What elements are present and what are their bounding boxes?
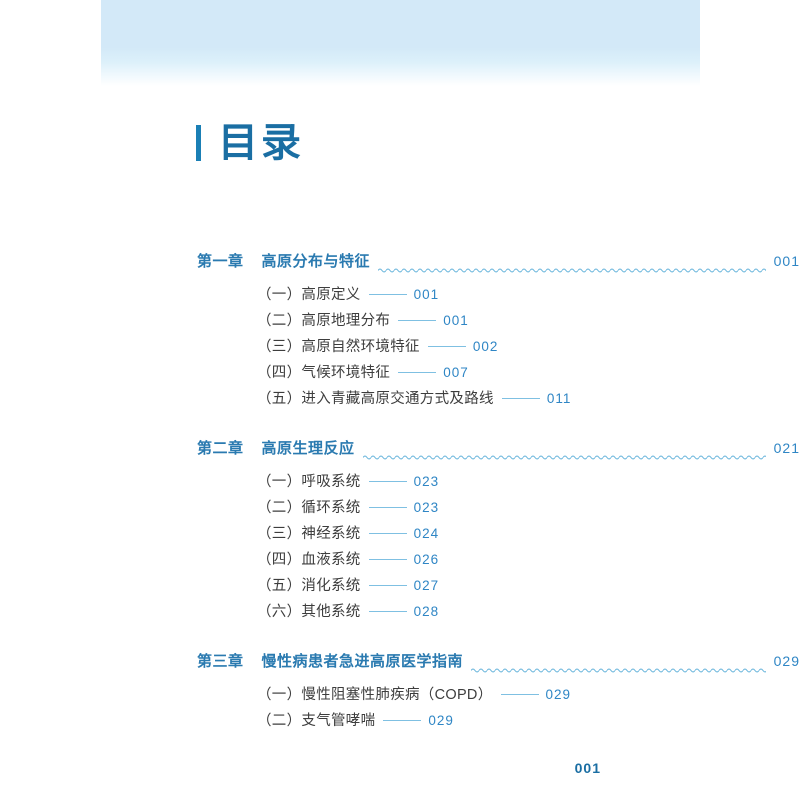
toc-entry-page-number: 029 [428, 713, 454, 728]
toc-chapter-row[interactable]: 第三章慢性病患者急进高原医学指南 029 [0, 650, 800, 678]
toc-dash-leader-line [368, 533, 407, 534]
toc-entry-row[interactable]: （一）呼吸系统 023 [0, 470, 800, 496]
toc-entry-row[interactable]: （四）气候环境特征 007 [0, 361, 800, 387]
toc-entry-row[interactable]: （三）高原自然环境特征 002 [0, 335, 800, 361]
toc-chapter-number: 第三章 [197, 653, 244, 670]
toc-entry-page-number: 027 [413, 578, 440, 593]
toc-chapter-number: 第二章 [197, 440, 244, 457]
page-title: 目录 [218, 120, 304, 165]
toc-entry-row[interactable]: （三）神经系统 024 [0, 522, 800, 548]
toc-entry-page-number: 028 [413, 604, 440, 619]
toc-dash-leader-line [368, 507, 407, 508]
toc-entry-page-number: 024 [413, 526, 440, 541]
toc-wavy-leader-line [378, 267, 766, 274]
toc-dash-leader-line [427, 346, 466, 347]
toc-wavy-leader-line [471, 667, 766, 674]
toc-dash-leader-line [368, 294, 407, 295]
toc-entry-label: （六）其他系统 [257, 604, 361, 620]
toc-entry-page-number: 007 [443, 365, 469, 380]
toc-entry-label: （五）消化系统 [257, 578, 361, 594]
toc-chapter-title: 慢性病患者急进高原医学指南 [261, 653, 464, 670]
toc-dash-leader-line [368, 481, 407, 482]
toc-entry-label: （三）神经系统 [257, 526, 361, 542]
title-accent-bar-icon [196, 125, 201, 161]
header-decorative-band [101, 0, 700, 86]
toc-chapter-group: 第一章高原分布与特征 001 （一）高原定义 001 （二）高原地理分布 001 （三）高原… [0, 250, 800, 413]
toc-entry-label: （四）血液系统 [257, 552, 361, 568]
toc-chapter-page-number: 029 [773, 653, 800, 669]
toc-entry-label: （五）进入青藏高原交通方式及路线 [257, 391, 494, 407]
toc-entry-page-number: 001 [413, 287, 440, 302]
toc-chapter-row[interactable]: 第一章高原分布与特征 001 [0, 250, 800, 278]
toc-entry-page-number: 002 [472, 339, 499, 354]
toc-entry-page-number: 023 [413, 474, 440, 489]
toc-entry-page-number: 001 [443, 313, 469, 328]
toc-entry-label: （四）气候环境特征 [257, 365, 391, 381]
toc-dash-leader-line [368, 585, 407, 586]
toc-entry-label: （一）慢性阻塞性肺疾病（COPD） [257, 687, 493, 703]
toc-dash-leader-line [501, 398, 540, 399]
toc-entry-row[interactable]: （二）支气管哮喘 029 [0, 709, 800, 735]
toc-entry-row[interactable]: （二）循环系统 023 [0, 496, 800, 522]
toc-dash-leader-line [398, 320, 437, 321]
toc-entry-row[interactable]: （一）慢性阻塞性肺疾病（COPD） 029 [0, 683, 800, 709]
toc-entry-row[interactable]: （二）高原地理分布 001 [0, 309, 800, 335]
toc-chapter-page-number: 021 [773, 440, 800, 456]
toc-chapter-group: 第二章高原生理反应 021 （一）呼吸系统 023 （二）循环系统 023 （三）神经系统 0… [0, 437, 800, 626]
table-of-contents: 第一章高原分布与特征 001 （一）高原定义 001 （二）高原地理分布 001 （三）高原… [0, 250, 800, 735]
toc-entry-row[interactable]: （六）其他系统 028 [0, 600, 800, 626]
toc-dash-leader-line [383, 720, 422, 721]
toc-entry-label: （二）高原地理分布 [257, 313, 391, 329]
toc-chapter-page-number: 001 [773, 253, 800, 269]
toc-chapter-title: 高原分布与特征 [261, 253, 371, 270]
toc-entry-row[interactable]: （五）消化系统 027 [0, 574, 800, 600]
toc-chapter-title: 高原生理反应 [261, 440, 355, 457]
toc-entry-label: （一）高原定义 [257, 287, 361, 303]
toc-entry-label: （一）呼吸系统 [257, 474, 361, 490]
toc-dash-leader-line [368, 611, 407, 612]
toc-dash-leader-line [398, 372, 437, 373]
toc-entry-label: （二）循环系统 [257, 500, 361, 516]
toc-entry-page-number: 011 [546, 391, 572, 406]
toc-dash-leader-line [368, 559, 407, 560]
toc-chapter-number: 第一章 [197, 253, 244, 270]
toc-entry-page-number: 026 [413, 552, 440, 567]
page-title-block: 目录 [196, 116, 304, 170]
toc-entry-row[interactable]: （一）高原定义 001 [0, 283, 800, 309]
toc-entry-label: （三）高原自然环境特征 [257, 339, 420, 355]
toc-entry-page-number: 023 [413, 500, 440, 515]
toc-entry-label: （二）支气管哮喘 [257, 713, 376, 729]
toc-chapter-row[interactable]: 第二章高原生理反应 021 [0, 437, 800, 465]
toc-wavy-leader-line [362, 454, 766, 461]
toc-dash-leader-line [500, 694, 539, 695]
page-folio-number: 001 [574, 760, 601, 776]
toc-entry-row[interactable]: （五）进入青藏高原交通方式及路线 011 [0, 387, 800, 413]
toc-entry-row[interactable]: （四）血液系统 026 [0, 548, 800, 574]
toc-entry-page-number: 029 [545, 687, 572, 702]
